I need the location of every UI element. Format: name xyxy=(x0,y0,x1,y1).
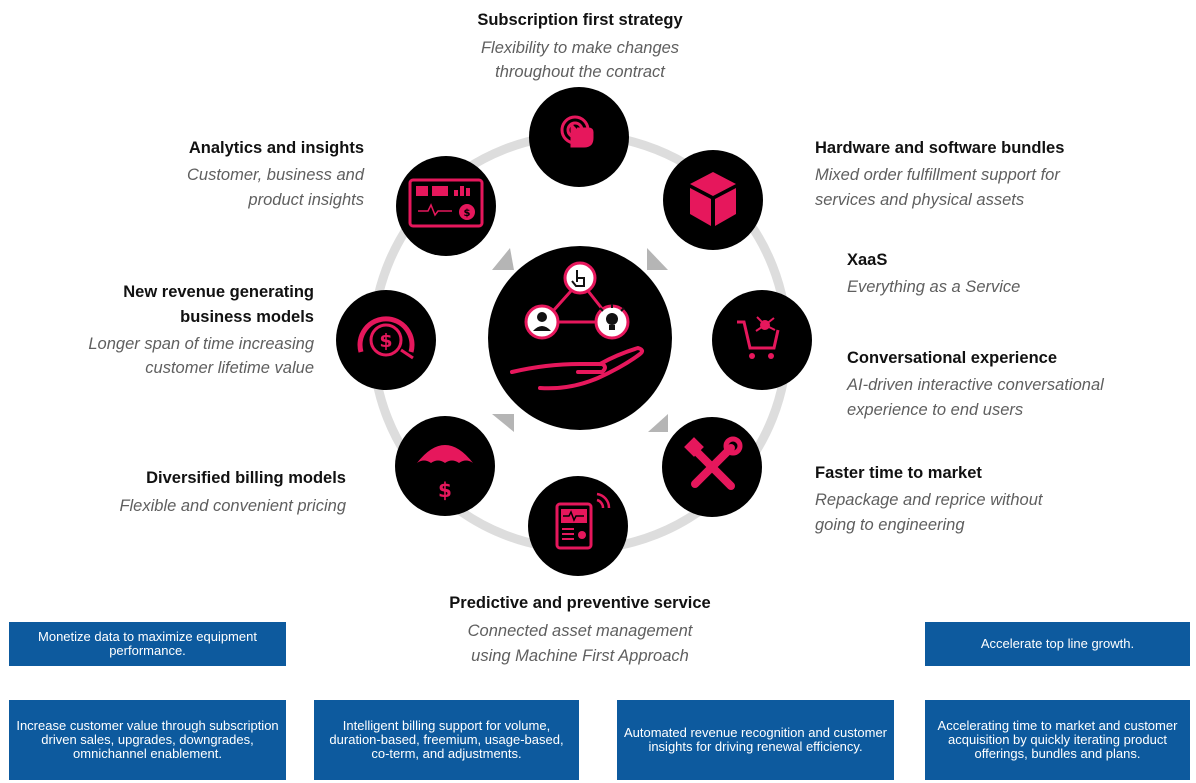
revenue-title-2: business models xyxy=(180,308,314,326)
subscription-desc-2: throughout the contract xyxy=(495,63,665,81)
predictive-desc-2: using Machine First Approach xyxy=(471,647,689,665)
conversational-title: Conversational experience xyxy=(847,349,1058,367)
node-bundles xyxy=(663,150,763,250)
billing-desc: Flexible and convenient pricing xyxy=(119,497,346,515)
xaas-desc: Everything as a Service xyxy=(847,278,1021,296)
revenue-desc-2: customer lifetime value xyxy=(145,359,314,377)
user-icon xyxy=(524,304,560,340)
bundles-title: Hardware and software bundles xyxy=(815,139,1065,157)
cart-icon xyxy=(737,316,780,359)
svg-text:$: $ xyxy=(464,208,471,219)
predictive-title: Predictive and preventive service xyxy=(449,594,711,612)
umbrella-icon: $ xyxy=(417,445,473,502)
node-xaas xyxy=(712,290,812,390)
time-to-market-title: Faster time to market xyxy=(815,464,982,482)
bundles-desc-2: services and physical assets xyxy=(815,191,1025,209)
revenue-desc-1: Longer span of time increasing xyxy=(88,335,314,353)
node-billing: $ xyxy=(395,416,495,516)
chevron-bottom-right xyxy=(648,414,668,432)
lightbulb-icon xyxy=(594,304,630,340)
node-time-to-market xyxy=(662,417,762,517)
touch-icon xyxy=(563,261,597,295)
conversational-desc-1: AI-driven interactive conversational xyxy=(847,376,1104,394)
analytics-desc-2: product insights xyxy=(248,191,364,209)
chevron-top-right xyxy=(647,248,668,270)
node-analytics: $ xyxy=(396,156,496,256)
svg-text:$: $ xyxy=(438,478,452,502)
subscription-desc-1: Flexibility to make changes xyxy=(480,39,680,57)
chevron-top-left xyxy=(492,248,514,270)
hand-icon xyxy=(510,346,645,391)
device-icon xyxy=(555,492,611,550)
analytics-desc-1: Customer, business and xyxy=(186,166,364,184)
dollar-gauge-icon: $ xyxy=(357,316,415,360)
box-increase-value: Increase customer value through subscrip… xyxy=(9,700,286,780)
chevron-bottom-left xyxy=(492,414,514,432)
tools-icon xyxy=(684,436,743,490)
touch-icon xyxy=(560,115,594,148)
node-subscription xyxy=(529,87,629,187)
box-icon xyxy=(690,172,736,226)
svg-text:$: $ xyxy=(379,330,392,352)
revenue-title-1: New revenue generating xyxy=(123,283,314,301)
billing-title: Diversified billing models xyxy=(146,469,346,487)
box-intelligent-billing: Intelligent billing support for volume, … xyxy=(314,700,579,780)
subscription-title: Subscription first strategy xyxy=(477,11,683,29)
box-accelerating-time: Accelerating time to market and customer… xyxy=(925,700,1190,780)
predictive-desc-1: Connected asset management xyxy=(467,622,693,640)
node-predictive xyxy=(528,476,628,576)
conversational-desc-2: experience to end users xyxy=(847,401,1024,419)
dashboard-icon: $ xyxy=(408,178,484,228)
node-revenue-models: $ xyxy=(336,290,436,390)
xaas-title: XaaS xyxy=(847,251,888,269)
analytics-title: Analytics and insights xyxy=(188,139,364,157)
center-hub xyxy=(488,246,672,430)
box-monetize: Monetize data to maximize equipment perf… xyxy=(9,622,286,666)
time-to-market-desc-2: going to engineering xyxy=(815,516,965,534)
box-accelerate-top-line: Accelerate top line growth. xyxy=(925,622,1190,666)
time-to-market-desc-1: Repackage and reprice without xyxy=(815,491,1043,509)
bundles-desc-1: Mixed order fulfillment support for xyxy=(815,166,1060,184)
box-revenue-recognition: Automated revenue recognition and custom… xyxy=(617,700,894,780)
